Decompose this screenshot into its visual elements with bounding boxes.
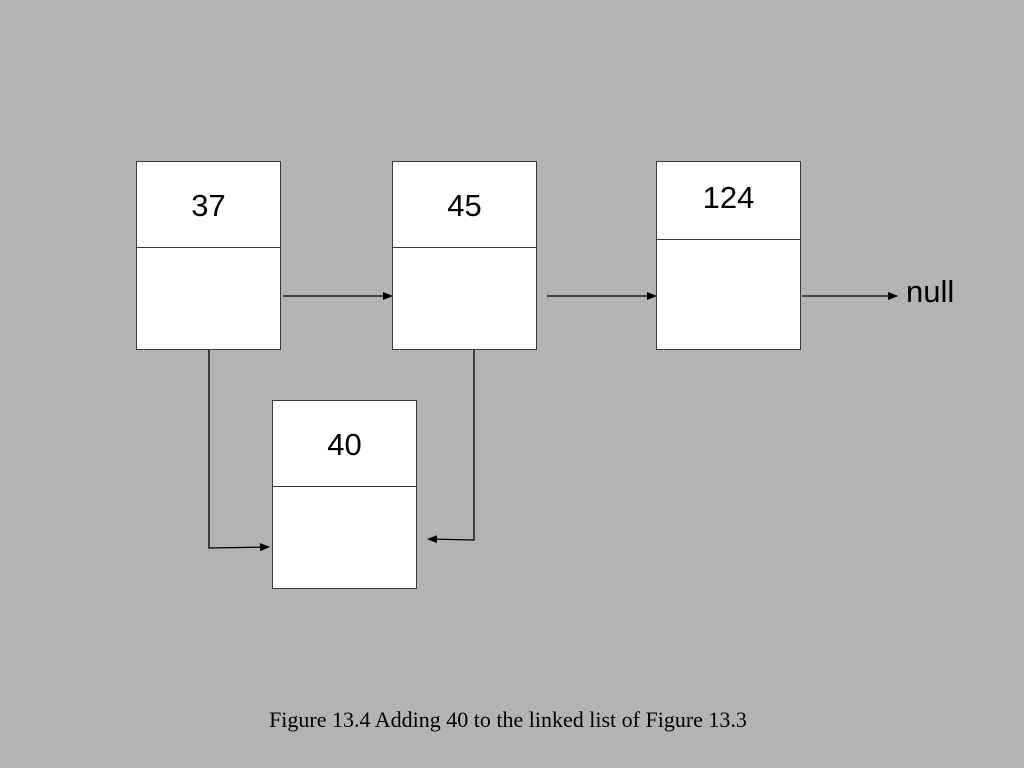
list-node-45: 45 [392, 161, 537, 350]
list-node-40: 40 [272, 400, 417, 589]
node-value: 40 [327, 427, 362, 462]
node-value: 124 [702, 180, 755, 215]
arrow-37-to-40 [208, 350, 270, 552]
node-value: 45 [447, 188, 482, 223]
null-label: null [906, 274, 955, 309]
node-value: 37 [191, 188, 226, 223]
node-data-cell: 40 [273, 401, 416, 487]
figure-caption: Figure 13.4 Adding 40 to the linked list… [269, 707, 747, 732]
arrow-40-to-45 [427, 350, 475, 544]
list-node-124: 124 [656, 161, 801, 350]
node-data-cell: 37 [137, 162, 280, 248]
list-node-37: 37 [136, 161, 281, 350]
node-data-cell: 45 [393, 162, 536, 248]
node-data-cell: 124 [657, 162, 800, 240]
